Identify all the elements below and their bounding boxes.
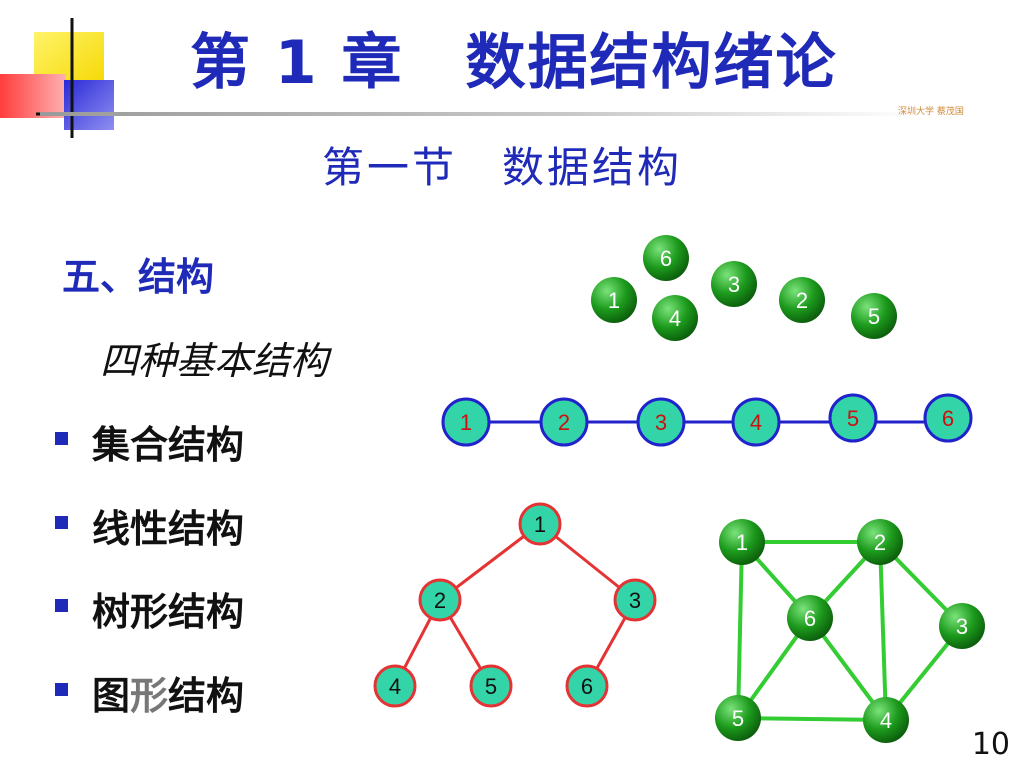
graph-node: 3 <box>939 603 985 649</box>
section-heading: 五、结构 <box>62 255 215 299</box>
set-node: 5 <box>851 293 897 339</box>
bullet-graph-part-c: 结构 <box>168 674 245 718</box>
set-node: 4 <box>652 295 698 341</box>
bullet-graph-structure: 图形结构 <box>92 665 244 720</box>
linear-node: 3 <box>636 397 686 447</box>
linear-node-label: 6 <box>942 406 954 431</box>
graph-structure-diagram: 1 2 6 3 5 4 <box>715 519 985 743</box>
bullet-marker <box>55 432 68 445</box>
set-node: 3 <box>711 261 757 307</box>
linear-node-label: 1 <box>460 410 472 435</box>
linear-node: 4 <box>731 397 781 447</box>
bullet-graph-part-a: 图 <box>92 674 131 718</box>
graph-node: 4 <box>863 697 909 743</box>
slide-subtitle: 第一节 数据结构 <box>322 143 683 192</box>
set-node-label: 4 <box>669 306 681 331</box>
structures-caption: 四种基本结构 <box>100 339 329 383</box>
set-node-label: 3 <box>728 272 740 297</box>
slide-title: 第 1 章 数据结构绪论 <box>190 28 838 98</box>
tree-node: 1 <box>518 502 562 546</box>
tree-node: 5 <box>469 664 513 708</box>
set-structure-diagram: 6 1 4 3 2 5 <box>591 235 897 341</box>
linear-node: 6 <box>923 393 973 443</box>
tree-node-label: 3 <box>629 588 641 613</box>
tree-node-label: 5 <box>485 674 497 699</box>
set-node-label: 1 <box>608 288 620 313</box>
graph-node-label: 5 <box>732 706 744 731</box>
linear-node-label: 2 <box>558 410 570 435</box>
linear-node-label: 5 <box>847 406 859 431</box>
set-node-label: 2 <box>796 288 808 313</box>
bullet-marker <box>55 516 68 529</box>
bullet-linear-structure: 线性结构 <box>92 507 245 551</box>
graph-node-label: 4 <box>880 708 892 733</box>
tree-node: 2 <box>418 578 462 622</box>
graph-edge <box>736 541 744 719</box>
bullet-set-structure: 集合结构 <box>92 423 245 467</box>
bullet-marker <box>55 683 68 696</box>
graph-node: 6 <box>787 595 833 641</box>
title-divider <box>40 112 920 116</box>
set-node-label: 5 <box>868 304 880 329</box>
graph-node: 2 <box>857 519 903 565</box>
tree-node: 6 <box>565 664 609 708</box>
bullet-marker <box>55 599 68 612</box>
bullet-tree-structure: 树形结构 <box>92 590 245 634</box>
author-signature: 深圳大学 蔡茂国 <box>898 107 964 117</box>
graph-node-label: 1 <box>736 530 748 555</box>
linear-node-label: 3 <box>655 410 667 435</box>
graph-edge <box>878 541 888 721</box>
tree-node-label: 1 <box>534 512 546 537</box>
graph-edge <box>737 716 887 722</box>
linear-node-label: 4 <box>750 410 762 435</box>
tree-node-label: 4 <box>389 674 401 699</box>
set-node: 2 <box>779 277 825 323</box>
set-node-label: 6 <box>660 246 672 271</box>
tree-structure-diagram: 1 2 3 4 5 6 <box>373 502 657 708</box>
tree-node: 4 <box>373 664 417 708</box>
bullet-graph-part-b: 形 <box>130 674 169 718</box>
tree-node-label: 2 <box>434 588 446 613</box>
graph-node-label: 3 <box>956 614 968 639</box>
tree-node-label: 6 <box>581 674 593 699</box>
corner-decoration <box>0 18 130 138</box>
graph-node: 5 <box>715 695 761 741</box>
set-node: 1 <box>591 277 637 323</box>
linear-node: 5 <box>828 393 878 443</box>
graph-node-label: 2 <box>874 530 886 555</box>
graph-node-label: 6 <box>804 606 816 631</box>
linear-node: 2 <box>539 397 589 447</box>
graph-node: 1 <box>719 519 765 565</box>
page-number: 10 <box>971 727 1010 762</box>
tree-node: 3 <box>613 578 657 622</box>
linear-structure-diagram: 1 2 3 4 5 6 <box>441 393 973 447</box>
set-node: 6 <box>643 235 689 281</box>
linear-node: 1 <box>441 397 491 447</box>
